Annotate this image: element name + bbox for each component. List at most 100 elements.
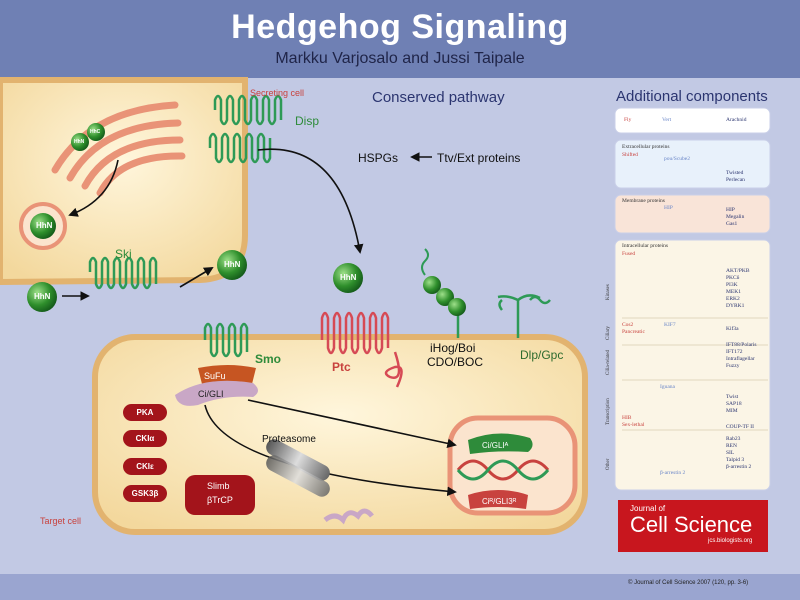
disp-label: Disp [295,114,320,128]
side-label-transcription: Transcription [606,398,611,425]
dna-helix [456,459,550,481]
side-label-cilia-related: Cilia-related [606,350,611,375]
legend-vert: Vert [662,117,672,123]
conserved-pathway-heading: Conserved pathway [372,89,505,106]
slimb-label: Slimb [207,481,230,491]
intracellular-kif7: KIF7 [664,322,676,328]
kinase-pka: PKA [123,404,167,421]
hhn-label-golgi: HhN [74,139,85,145]
btrcp-label: βTrCP [207,495,233,505]
intracellular-right-item: IFT172 [726,349,743,355]
intracellular-right-item: IFT88/Polaris [726,342,757,348]
side-label-kinases: Kinases [606,284,611,300]
ihog-label: iHog/Boi [430,341,476,355]
intracellular-hib: HIB [622,415,632,421]
ski-protein [88,256,158,290]
intracellular-right-item: Twist [726,394,739,400]
copyright: © Journal of Cell Science 2007 (120, pp.… [628,580,749,586]
intracellular-right-item: MEK1 [726,289,741,295]
hhc-label: HhC [90,129,101,135]
membrane-title: Membrane proteins [622,198,665,204]
proteasome [266,439,330,497]
proteasome-label: Proteasome [262,434,316,445]
intracellular-right-item: Talpid 3 [726,457,745,463]
smo-label: Smo [255,352,282,366]
side-label-ciliary: Ciliary [606,326,611,340]
extracellular-panel [614,139,771,189]
footer-band: © Journal of Cell Science 2007 (120, pp.… [0,574,800,600]
extracellular-title: Extracellular proteins [622,144,670,150]
intracellular-right-item: SIL [726,450,735,456]
legend-fly: Fly [624,117,632,123]
slimb-box [185,475,255,515]
ski-label: Ski [115,247,132,261]
golgi-apparatus [51,101,186,197]
intracellular-fused: Fused [622,251,636,257]
ttv-ext-label: Ttv/Ext proteins [437,151,521,165]
membrane-panel [614,194,771,234]
legend-panel [614,107,771,134]
smo-protein [203,322,249,358]
ci-gli-label: Ci/GLI [198,389,224,399]
extracellular-twisted: Twisted [726,170,744,176]
membrane-megalin: Megalin [726,214,745,220]
page-authors: Markku Varjosalo and Jussi Taipale [275,50,525,67]
ci-gli-shape [175,380,258,406]
hhn-balls [27,123,363,312]
ci-gli-activator-label: Ci/GLIᴬ [482,441,509,450]
kinase-ckie: CKIε [123,458,167,475]
intracellular-iguana: Iguana [660,384,675,390]
kinase-ckia: CKIα [123,430,167,447]
extracellular-vert: pou/Scube2 [664,156,690,162]
intracellular-right-item: DYRK1 [726,303,745,309]
intracellular-right-item: PI3K [726,282,738,288]
legend-arachnid: Arachnid [726,117,747,123]
intracellular-right-item: AKT/PKB [726,268,750,274]
intracellular-panel [614,239,771,491]
extracellular-perlecan: Perlecan [726,177,745,183]
journal-pre: Journal of [630,504,666,513]
intracellular-right-item: Kif3a [726,326,739,332]
ptc-protein [320,311,403,388]
intracellular-right-item: MIM [726,408,738,414]
disp-protein [208,94,283,164]
intracellular-right-item: COUP-TF II [726,424,754,430]
dlp-gpc-label: Dlp/Gpc [520,348,564,362]
intracellular-title: Intracellular proteins [622,243,668,249]
membrane-hip: HIP [726,207,735,213]
intracellular-right-item: REN [726,443,737,449]
hspgs-label: HSPGs [358,151,399,165]
hhn-label-outside: HhN [34,292,51,301]
hhn-label-ski: HhN [224,260,241,269]
intracellular-pancreatic: Pancreatic [622,329,645,335]
side-label-other: Other [606,458,611,470]
intracellular-right-item: β-arrestin 2 [726,464,752,470]
ci-gli-repressor-label: Ciᴿ/GLI3ᴿ [482,497,517,506]
page-title: Hedgehog Signaling [231,8,569,46]
target-cell-label: Target cell [40,516,82,526]
intracellular-right-item: PKCδ [726,275,740,281]
degraded-fragments [323,508,374,525]
intracellular-right-item: Intraflagellar [726,356,755,362]
sufu-label: SuFu [204,371,226,381]
intracellular-right-item: SAP18 [726,401,742,407]
intracellular-barrestin-fly: β-arrestin 2 [660,470,686,476]
gli-activator-shape [468,433,533,454]
membrane-gas1: Gas1 [726,221,738,227]
intracellular-cos2: Cos2 [622,322,634,328]
membrane-vert-hip: HIP [664,205,673,211]
secreting-cell-label: Secreting cell [250,88,305,98]
journal-logo: Journal of Cell Science jcs.biologists.o… [618,500,768,552]
hhn-label-ptc: HhN [340,273,357,282]
hhn-label-vesicle: HhN [36,221,53,230]
ihog-protein [421,248,466,338]
journal-name: Cell Science [630,512,753,537]
intracellular-right-item: Rab23 [726,436,741,442]
journal-url: jcs.biologists.org [708,538,753,544]
kinase-gsk3b: GSK3β [123,485,167,502]
gli-repressor-shape [468,490,528,509]
intracellular-sex-lethal: Sex-lethal [622,422,645,428]
intracellular-right-item: ERK2 [726,296,740,302]
intracellular-right-item: Fuzzy [726,363,740,369]
